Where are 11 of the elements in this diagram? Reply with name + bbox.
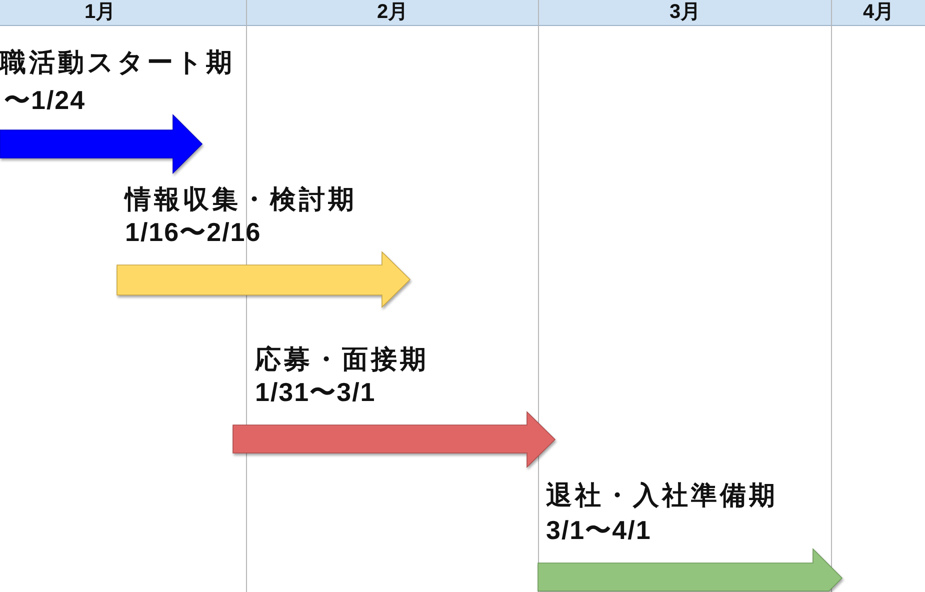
date-range: 3/1〜4/1: [546, 514, 652, 547]
phase-title: 退社・入社準備期: [546, 479, 778, 512]
date-range: 1/16〜2/16: [125, 216, 262, 249]
date-range: 〜1/24: [4, 84, 86, 117]
month-header: 3月: [539, 0, 832, 26]
date-range: 1/31〜3/1: [255, 376, 376, 409]
month-header: 2月: [247, 0, 539, 26]
month-header: 4月: [832, 0, 925, 26]
phase-title: 応募・面接期: [255, 343, 429, 376]
phase-title: 情報収集・検討期: [125, 183, 357, 216]
month-header: 1月: [0, 0, 247, 26]
